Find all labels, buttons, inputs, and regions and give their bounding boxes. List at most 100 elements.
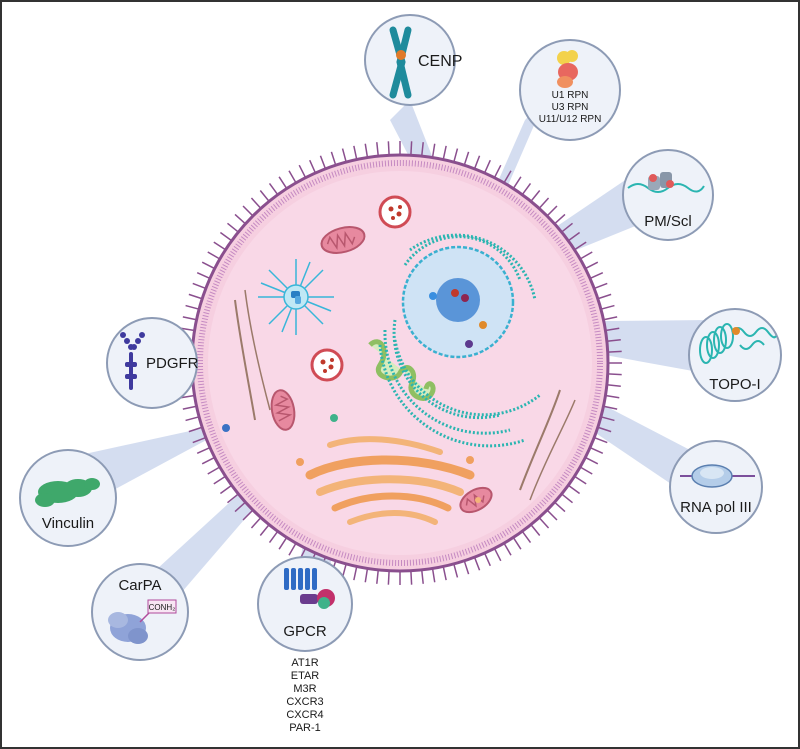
label-vinculin: Vinculin <box>42 515 94 532</box>
membrane-spike <box>185 304 200 310</box>
membrane-spike <box>589 272 604 280</box>
gpcr-subtype: ETAR <box>291 670 320 682</box>
mitochondrion <box>320 226 366 254</box>
membrane-spike <box>201 261 216 270</box>
membrane-spike <box>554 501 566 513</box>
membrane-spike <box>600 416 615 422</box>
membrane-spike <box>219 484 233 495</box>
membrane-spike <box>605 394 620 399</box>
membrane-spike <box>387 570 390 585</box>
gpcr-subtype: CXCR4 <box>286 709 323 721</box>
membrane-spike <box>364 568 369 583</box>
membrane-spike <box>574 475 587 485</box>
membrane-spike <box>493 164 502 179</box>
bubble-rnapol: RNA pol III <box>669 440 763 534</box>
membrane-spike <box>420 142 424 157</box>
label-u3-rpn: U3 RPN <box>552 102 589 113</box>
vinculin-protein-icon <box>35 478 100 507</box>
nucleus <box>401 245 515 359</box>
membrane-spike <box>593 436 608 444</box>
gpcr-subtype: M3R <box>293 683 316 695</box>
membrane-spike <box>341 148 347 163</box>
fiber <box>244 289 271 411</box>
ribonucleoprotein-icon <box>557 50 578 88</box>
membrane-spike <box>420 569 424 584</box>
label-topo: TOPO-I <box>709 376 760 393</box>
membrane-spike <box>579 466 593 475</box>
bubble-pmscl: PM/Scl <box>622 149 714 241</box>
membrane-spike <box>330 151 337 166</box>
membrane-spike <box>353 145 358 160</box>
label-u1-rpn: U1 RPN <box>552 90 589 101</box>
membrane-spike <box>512 176 522 189</box>
marker-dot <box>222 424 230 432</box>
membrane-spike <box>431 143 436 158</box>
membrane-spike <box>278 176 288 189</box>
membrane-spike <box>597 293 612 300</box>
membrane-spike <box>593 282 608 290</box>
membrane-spike <box>219 231 233 242</box>
bubble-cenp: CENP <box>364 14 462 106</box>
membrane-spike <box>463 151 470 166</box>
membrane-spike <box>192 282 207 290</box>
membrane-spike <box>242 509 254 521</box>
membrane-spike <box>567 231 581 242</box>
membrane-spike <box>196 446 211 454</box>
membrane-spike <box>442 145 447 160</box>
membrane-spike <box>512 537 522 550</box>
gpcr-subtype: CXCR3 <box>286 696 323 708</box>
membrane-spike <box>607 350 622 353</box>
gpcr-subtypes-list: AT1R ETAR M3R CXCR3 CXCR4 PAR-1 <box>286 657 323 734</box>
membrane-spike <box>503 170 512 184</box>
membrane-spike <box>250 517 262 529</box>
membrane-spike <box>188 293 203 300</box>
label-pdgfr: PDGFR <box>146 355 199 372</box>
membrane-spike <box>538 517 550 529</box>
gpcr-subtype: PAR-1 <box>289 722 321 734</box>
membrane-spike <box>584 261 599 270</box>
label-gpcr: GPCR <box>283 623 327 640</box>
membrane-spike <box>493 547 502 562</box>
membrane-spike <box>376 569 380 584</box>
membrane-spike <box>182 405 197 410</box>
carbamylated-protein-icon <box>108 611 151 644</box>
receptor-tyrosine-kinase-icon <box>120 332 145 390</box>
membrane-spike <box>278 537 288 550</box>
membrane-spike <box>387 141 390 156</box>
membrane-spike <box>207 466 221 475</box>
membrane-spike <box>589 446 604 454</box>
membrane-spike <box>180 394 195 399</box>
membrane-spike <box>574 241 587 251</box>
membrane-spike <box>463 560 470 575</box>
chromosome-icon <box>389 26 412 99</box>
membrane-spike <box>483 552 491 567</box>
bubble-carpa: CarPA CONH₂ <box>91 563 189 661</box>
membrane-spike <box>603 316 618 321</box>
membrane-spike <box>250 197 262 209</box>
membrane-spike <box>180 327 195 332</box>
membrane-spike <box>227 493 239 504</box>
fiber <box>519 389 561 491</box>
membrane-spike <box>298 164 307 179</box>
label-u11-u12-rpn: U11/U12 RPN <box>539 114 602 125</box>
membrane-spike <box>376 142 380 157</box>
membrane-spike <box>606 339 621 343</box>
membrane-spike <box>584 456 599 465</box>
membrane-spike <box>242 205 254 217</box>
membrane-spike <box>561 493 573 504</box>
membrane-spike <box>410 570 413 585</box>
bubble-vinculin: Vinculin <box>19 449 117 547</box>
membrane-spike <box>546 509 558 521</box>
fiber <box>529 399 576 501</box>
membrane-spike <box>567 484 581 495</box>
label-cenp: CENP <box>418 53 462 70</box>
membrane-spike <box>453 148 459 163</box>
membrane-spike <box>579 251 593 260</box>
receptor-icon <box>284 568 335 609</box>
membrane-spike <box>364 143 369 158</box>
membrane-spike <box>431 568 436 583</box>
label-conh2: CONH₂ <box>149 603 176 612</box>
membrane-spike <box>605 327 620 332</box>
membrane-spike <box>309 159 317 174</box>
